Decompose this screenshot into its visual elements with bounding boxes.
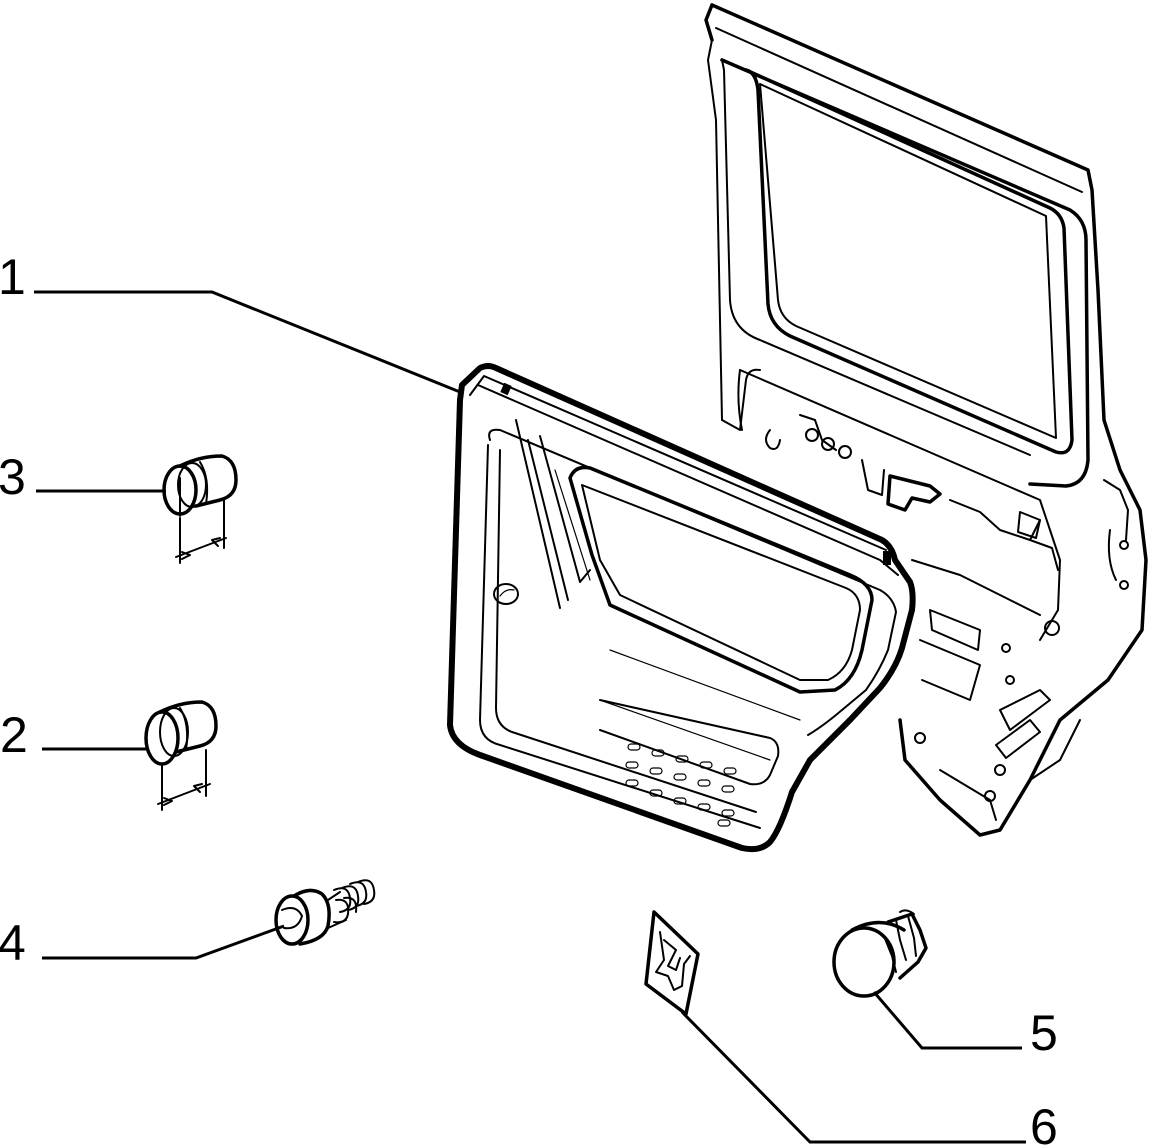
callout-4: 4: [0, 915, 26, 971]
leader-line: [872, 991, 1022, 1050]
leader-line: [680, 1010, 1026, 1144]
callout-1: 1: [0, 249, 26, 305]
plug-cap-icon: [144, 700, 218, 811]
adhesive-pad-icon: [644, 910, 700, 1016]
plug-cap-icon: [162, 454, 238, 564]
push-clip-icon: [832, 909, 928, 998]
door-shell-icon: [704, 3, 1148, 837]
leader-line: [42, 924, 285, 960]
callout-6: 6: [1030, 1099, 1058, 1147]
callout-5: 5: [1030, 1005, 1058, 1061]
leader-line: [34, 290, 461, 394]
door-trim-panel-icon: [447, 363, 916, 853]
callout-2: 2: [0, 707, 28, 763]
callout-3: 3: [0, 449, 26, 505]
screw-with-spring-icon: [274, 879, 376, 946]
